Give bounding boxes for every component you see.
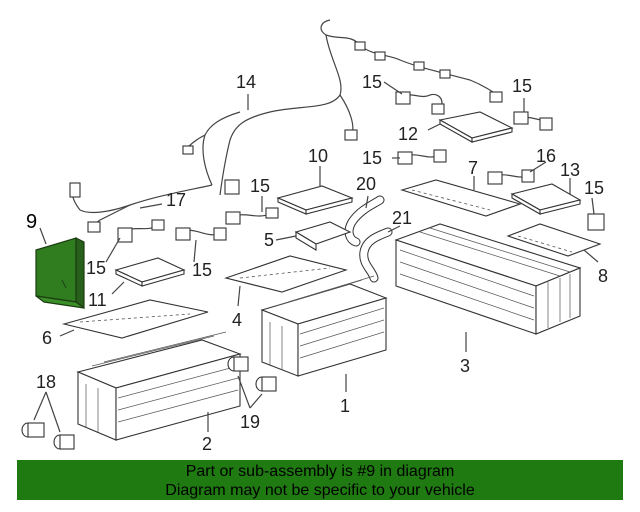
battery-section-3	[394, 223, 582, 335]
callout-15c[interactable]: 15	[362, 148, 382, 168]
module-13	[510, 183, 582, 215]
cover-plate-7	[400, 179, 522, 217]
callout-14[interactable]: 14	[236, 72, 256, 92]
callout-9[interactable]: 9	[26, 211, 37, 233]
callout-2[interactable]: 2	[202, 434, 212, 454]
module-11	[114, 257, 186, 287]
callout-4[interactable]: 4	[232, 310, 242, 330]
callout-19[interactable]: 19	[240, 412, 260, 432]
callout-12[interactable]: 12	[398, 124, 418, 144]
banner-line-1: Part or sub-assembly is #9 in diagram	[185, 463, 455, 480]
callout-5[interactable]: 5	[264, 230, 274, 250]
callout-20[interactable]: 20	[356, 174, 376, 194]
callout-1[interactable]: 1	[340, 396, 350, 416]
parts-diagram: 9 14 15 15 12 10 15 7 16 13 15 20 21 17 …	[21, 19, 608, 454]
leader-lines	[33, 81, 599, 433]
callout-15b[interactable]: 15	[512, 76, 532, 96]
callout-8[interactable]: 8	[598, 266, 608, 286]
callout-18[interactable]: 18	[36, 372, 56, 392]
cover-plate-6	[61, 299, 209, 339]
callout-15d[interactable]: 15	[584, 178, 604, 198]
banner-line-2: Diagram may not be specific to your vehi…	[165, 482, 475, 499]
battery-section-1	[260, 275, 388, 377]
module-12	[438, 111, 514, 143]
callout-15e[interactable]: 15	[250, 176, 270, 196]
callout-10[interactable]: 10	[308, 146, 328, 166]
callout-15f[interactable]: 15	[86, 258, 106, 278]
callout-17[interactable]: 17	[166, 190, 186, 210]
module-10	[276, 185, 354, 215]
cover-plate-4	[224, 255, 348, 293]
callout-16[interactable]: 16	[536, 146, 556, 166]
callout-13[interactable]: 13	[560, 160, 580, 180]
info-banner: Part or sub-assembly is #9 in diagram Di…	[17, 460, 623, 500]
wiring-harness	[69, 19, 503, 233]
callout-11[interactable]: 11	[88, 290, 107, 310]
tube-fittings	[21, 356, 277, 450]
callout-15g[interactable]: 15	[192, 260, 212, 280]
callout-3[interactable]: 3	[460, 356, 470, 376]
callout-labels: 9 14 15 15 12 10 15 7 16 13 15 20 21 17 …	[26, 72, 608, 454]
callout-7[interactable]: 7	[468, 158, 478, 178]
callout-21[interactable]: 21	[392, 208, 412, 228]
coolant-hoses	[344, 195, 393, 283]
callout-15a[interactable]: 15	[362, 72, 382, 92]
connector-pigtails	[117, 91, 605, 243]
callout-6[interactable]: 6	[42, 328, 52, 348]
battery-section-2	[76, 331, 242, 441]
cover-plate-8	[506, 223, 602, 257]
highlighted-part-9	[35, 237, 85, 310]
bracket-5	[294, 221, 352, 251]
